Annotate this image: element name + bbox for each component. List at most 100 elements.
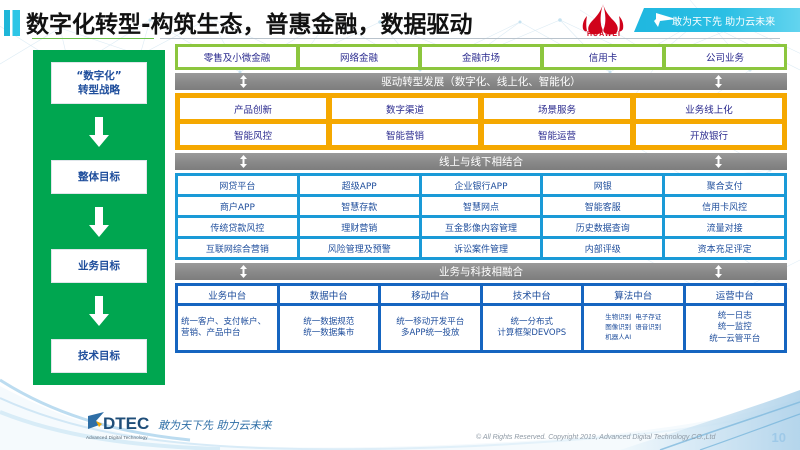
business-lines-band: 零售及小微金融 网络金融 金融市场 信用卡 公司业务 [175,44,787,70]
algorithm-tag: 语音识别 [635,323,662,332]
platform-detail-text: 统一移动开发平台 多APP统一投放 [396,316,465,338]
drive-transformation-block: 产品创新 数字渠道 场景服务 业务线上化 智能风控 智能营销 智能运营 开放银行 [175,93,787,150]
online-offline-cell[interactable]: 理财营销 [299,218,419,236]
drive-cell[interactable]: 智能运营 [484,124,630,145]
footer-slogan: 敢为天下先 助力云未来 [158,419,272,432]
platform-header-cell[interactable]: 移动中台 [381,286,480,303]
connector-bar-online-offline: 线上与线下相结合 [175,153,787,170]
online-offline-row: 传统贷款风控 理财营销 互金影像内容管理 历史数据查询 流量对接 [178,218,784,236]
online-offline-cell[interactable]: 商户APP [178,197,297,215]
drive-cell[interactable]: 产品创新 [180,98,326,119]
dtec-logo-icon: DTEC [88,412,149,433]
online-offline-row: 网贷平台 超级APP 企业银行APP 网银 聚合支付 [178,176,784,194]
online-offline-block: 网贷平台 超级APP 企业银行APP 网银 聚合支付 商户APP 智慧存款 智慧… [175,173,787,260]
online-offline-cell[interactable]: 超级APP [299,176,419,194]
platform-detail-text: 统一数据规范 统一数据集市 [303,316,355,338]
platform-header-cell[interactable]: 数据中台 [279,286,378,303]
platform-detail-cell[interactable]: 统一分布式 计算框架DEVOPS [482,306,581,350]
platform-header-row: 业务中台 数据中台 移动中台 技术中台 算法中台 运营中台 [178,286,784,303]
business-line-cell[interactable]: 零售及小微金融 [178,47,296,67]
dtec-logo-subtitle: Advanced Digital Technology [86,435,148,440]
online-offline-cell[interactable]: 智慧存款 [299,197,419,215]
business-line-cell[interactable]: 信用卡 [544,47,662,67]
online-offline-cell[interactable]: 聚合支付 [665,176,784,194]
platform-detail-text: 统一客户、支付帐户、营销、产品中台 [181,316,267,338]
strategy-item-business-goal[interactable]: 业务目标 [51,249,147,284]
drive-cell[interactable]: 业务线上化 [636,98,782,119]
online-offline-cell[interactable]: 内部评级 [543,239,663,257]
business-line-cell[interactable]: 公司业务 [666,47,784,67]
online-offline-cell[interactable]: 风险管理及预警 [299,239,419,257]
arrow-down-icon-1 [88,117,110,148]
arrow-down-icon-3 [88,296,110,327]
business-line-cell[interactable]: 网络金融 [300,47,418,67]
business-line-cell[interactable]: 金融市场 [422,47,540,67]
huawei-wordmark: HUAWEI [587,31,621,38]
connector-label: 驱动转型发展（数字化、线上化、智能化） [381,76,581,88]
platform-detail-text: 统一分布式 计算框架DEVOPS [497,316,567,338]
strategy-item-digital-transformation[interactable]: “数字化” 转型战略 [51,62,147,105]
platform-header-cell[interactable]: 技术中台 [482,286,581,303]
drive-row: 智能风控 智能营销 智能运营 开放银行 [180,124,782,145]
platform-detail-text: 统一日志 统一监控 统一云管平台 [709,310,761,344]
strategy-column: “数字化” 转型战略 整体目标 业务目标 技术目标 [33,50,165,385]
vertical-double-arrow-icon [240,155,247,168]
banner-ribbon [634,8,800,32]
title-underline-gray [160,38,780,39]
platform-detail-cell[interactable]: 统一日志 统一监控 统一云管平台 [685,306,784,350]
drive-cell[interactable]: 智能风控 [180,124,326,145]
vertical-double-arrow-icon [715,265,722,278]
title-accent-bar [4,10,20,36]
platform-header-cell[interactable]: 业务中台 [178,286,277,303]
copyright-text: © All Rights Reserved. Copyright 2019, A… [476,434,716,441]
platform-detail-row: 统一客户、支付帐户、营销、产品中台 统一数据规范 统一数据集市 统一移动开发平台… [178,306,784,350]
algorithm-tag: 机器人AI [605,332,632,341]
online-offline-cell[interactable]: 历史数据查询 [543,218,663,236]
strategy-item-overall-goal[interactable]: 整体目标 [51,159,147,194]
platform-header-cell[interactable]: 算法中台 [584,286,683,303]
connector-label: 线上与线下相结合 [439,156,523,168]
banner-slogan: 敢为天下先 助力云未来 [672,17,776,28]
algorithm-tag-grid: 生物识别 电子存证 图像识别 语音识别 机器人AI [605,313,661,342]
connector-bar-business-technology-fusion: 业务与科技相融合 [175,263,787,280]
algorithm-tag: 电子存证 [635,313,662,322]
online-offline-cell[interactable]: 资本充足评定 [665,239,784,257]
drive-cell[interactable]: 数字渠道 [332,98,478,119]
online-offline-cell[interactable]: 诉讼案件管理 [421,239,541,257]
online-offline-cell[interactable]: 流量对接 [665,218,784,236]
architecture-content: 零售及小微金融 网络金融 金融市场 信用卡 公司业务 驱动转型发展（数字化、线上… [175,44,787,353]
strategy-label-line1: “数字化” [76,70,122,82]
online-offline-cell[interactable]: 智慧网点 [421,197,541,215]
page-title: 数字化转型-构筑生态，普惠金融，数据驱动 [26,12,473,38]
page-number: 10 [771,430,786,445]
svg-text:DTEC: DTEC [103,414,149,433]
online-offline-cell[interactable]: 信用卡风控 [665,197,784,215]
online-offline-cell[interactable]: 网银 [543,176,663,194]
drive-cell[interactable]: 开放银行 [636,124,782,145]
online-offline-cell[interactable]: 互金影像内容管理 [421,218,541,236]
huawei-logo-icon [582,4,624,35]
drive-cell[interactable]: 场景服务 [484,98,630,119]
connector-bar-drive-transformation: 驱动转型发展（数字化、线上化、智能化） [175,73,787,90]
online-offline-cell[interactable]: 传统贷款风控 [178,218,297,236]
drive-cell[interactable]: 智能营销 [332,124,478,145]
title-underline-green [32,38,154,39]
online-offline-cell[interactable]: 网贷平台 [178,176,297,194]
platform-detail-cell[interactable]: 统一移动开发平台 多APP统一投放 [381,306,480,350]
online-offline-row: 商户APP 智慧存款 智慧网点 智能客服 信用卡风控 [178,197,784,215]
vertical-double-arrow-icon [240,75,247,88]
vertical-double-arrow-icon [715,155,722,168]
online-offline-cell[interactable]: 企业银行APP [421,176,541,194]
online-offline-cell[interactable]: 互联网综合营销 [178,239,297,257]
strategy-label-line2: 转型战略 [78,84,120,97]
arrow-down-icon-2 [88,206,110,237]
platform-detail-cell[interactable]: 统一客户、支付帐户、营销、产品中台 [178,306,277,350]
platform-detail-cell-algorithm[interactable]: 生物识别 电子存证 图像识别 语音识别 机器人AI [584,306,683,350]
online-offline-cell[interactable]: 智能客服 [543,197,663,215]
platform-detail-cell[interactable]: 统一数据规范 统一数据集市 [279,306,378,350]
strategy-item-technology-goal[interactable]: 技术目标 [51,338,147,373]
online-offline-row: 互联网综合营销 风险管理及预警 诉讼案件管理 内部评级 资本充足评定 [178,239,784,257]
platform-header-cell[interactable]: 运营中台 [685,286,784,303]
vertical-double-arrow-icon [240,265,247,278]
platform-block: 业务中台 数据中台 移动中台 技术中台 算法中台 运营中台 统一客户、支付帐户、… [175,283,787,353]
